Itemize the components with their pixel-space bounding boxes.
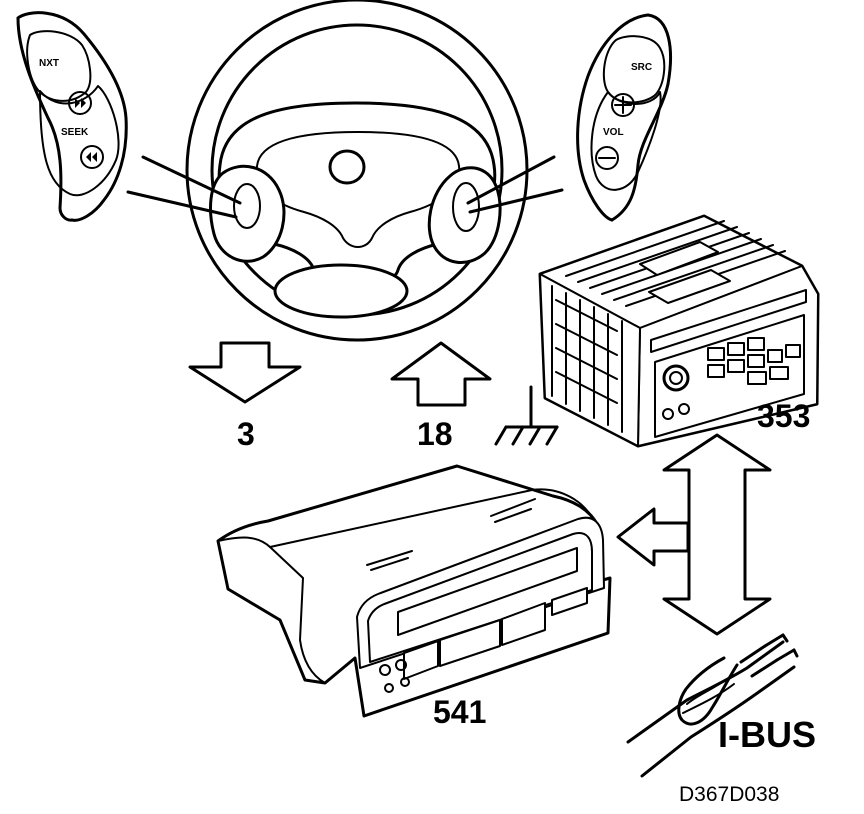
bus-connection-arrows [616,433,772,636]
right-steering-control-panel: SRC VOL [576,13,672,222]
i-bus-cable: I-BUS [626,633,816,778]
display-unit-541: 541 [216,464,612,730]
up-arrow-number: 18 [417,416,453,452]
nxt-label: NXT [39,58,59,69]
radio-unit-353: 353 [538,214,820,448]
radio-unit-number: 353 [757,398,810,434]
left-steering-control-panel: NXT SEEK [16,11,128,222]
signal-up-arrow: 18 [390,341,492,452]
figure-code: D367D038 [679,783,779,806]
ground-symbol [494,385,559,446]
i-bus-label: I-BUS [718,714,816,755]
src-label: SRC [631,62,652,73]
seek-label: SEEK [61,127,89,138]
display-unit-number: 541 [433,694,486,730]
down-arrow-number: 3 [237,416,255,452]
signal-down-arrow: 3 [188,341,302,452]
vol-label: VOL [603,127,624,138]
steering-wheel [126,0,564,342]
